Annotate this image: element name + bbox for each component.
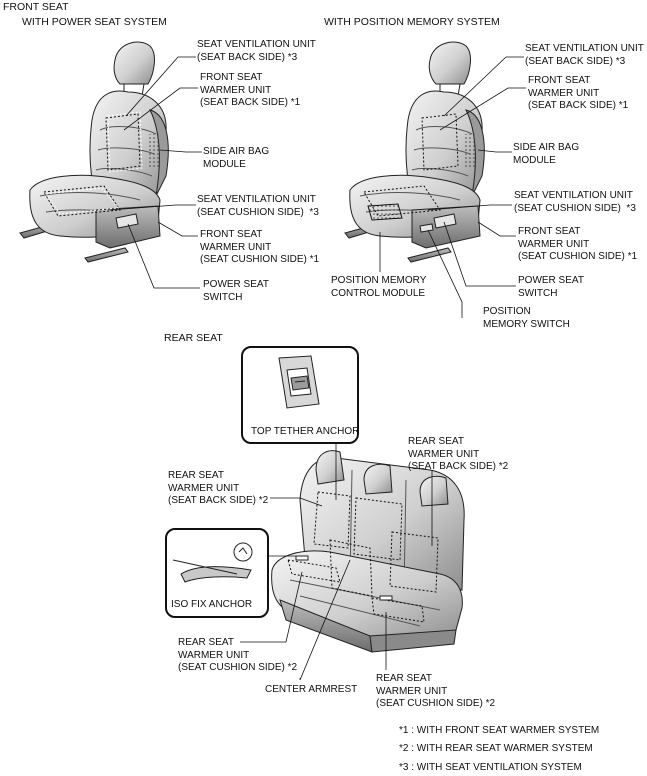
footnote-2: *2 : WITH REAR SEAT WARMER SYSTEM <box>399 743 593 754</box>
power-seat-system-heading: WITH POWER SEAT SYSTEM <box>22 16 167 28</box>
left-side-airbag-module-label: SIDE AIR BAG MODULE <box>203 146 270 170</box>
position-memory-system-heading: WITH POSITION MEMORY SYSTEM <box>324 16 500 28</box>
left-seat-ventilation-cushion-label: SEAT VENTILATION UNIT (SEAT CUSHION SIDE… <box>197 194 319 218</box>
left-power-seat-switch-label: POWER SEAT SWITCH <box>203 279 269 303</box>
position-memory-control-module-label: POSITION MEMORY CONTROL MODULE <box>331 275 427 299</box>
rear-seat-warmer-cushion-right-label: REAR SEAT WARMER UNIT (SEAT CUSHION SIDE… <box>376 673 496 709</box>
right-leader-lines <box>379 56 526 318</box>
rear-seat-warmer-cushion-left-label: REAR SEAT WARMER UNIT (SEAT CUSHION SIDE… <box>178 637 298 673</box>
left-seat-ventilation-back-label: SEAT VENTILATION UNIT (SEAT BACK SIDE) *… <box>197 39 316 63</box>
front-seat-memory-illustration <box>344 41 485 263</box>
rear-seat-illustration <box>271 450 465 653</box>
right-side-airbag-module-label: SIDE AIR BAG MODULE <box>513 142 580 166</box>
top-tether-anchor-callout: TOP TETHER ANCHOR <box>241 346 359 444</box>
rear-seat-warmer-back-right-label: REAR SEAT WARMER UNIT (SEAT BACK SIDE) *… <box>408 436 509 472</box>
iso-fix-anchor-callout: ISO FIX ANCHOR <box>165 528 269 618</box>
iso-fix-anchor-label: ISO FIX ANCHOR <box>171 599 253 610</box>
right-front-seat-warmer-back-label: FRONT SEAT WARMER UNIT (SEAT BACK SIDE) … <box>528 75 629 111</box>
front-seat-heading: FRONT SEAT <box>3 1 69 13</box>
left-front-seat-warmer-cushion-label: FRONT SEAT WARMER UNIT (SEAT CUSHION SID… <box>200 229 320 265</box>
center-armrest-label: CENTER ARMREST <box>265 684 358 695</box>
right-power-seat-switch-label: POWER SEAT SWITCH <box>518 275 584 299</box>
top-tether-anchor-icon <box>278 355 320 409</box>
right-seat-ventilation-back-label: SEAT VENTILATION UNIT (SEAT BACK SIDE) *… <box>525 43 644 67</box>
footnote-1: *1 : WITH FRONT SEAT WARMER SYSTEM <box>399 725 600 736</box>
top-tether-anchor-label: TOP TETHER ANCHOR <box>251 426 360 437</box>
left-leader-lines <box>109 56 202 289</box>
front-seat-power-illustration <box>19 41 169 263</box>
iso-fix-anchor-icon <box>172 542 253 583</box>
rear-seat-warmer-back-left-label: REAR SEAT WARMER UNIT (SEAT BACK SIDE) *… <box>168 470 269 506</box>
rear-seat-heading: REAR SEAT <box>164 332 223 344</box>
footnote-3: *3 : WITH SEAT VENTILATION SYSTEM <box>399 762 582 773</box>
left-front-seat-warmer-back-label: FRONT SEAT WARMER UNIT (SEAT BACK SIDE) … <box>200 72 301 108</box>
right-seat-ventilation-cushion-label: SEAT VENTILATION UNIT (SEAT CUSHION SIDE… <box>514 190 636 214</box>
right-front-seat-warmer-cushion-label: FRONT SEAT WARMER UNIT (SEAT CUSHION SID… <box>518 226 638 262</box>
rear-leader-lines <box>240 440 433 681</box>
position-memory-switch-label: POSITION MEMORY SWITCH <box>483 306 570 330</box>
